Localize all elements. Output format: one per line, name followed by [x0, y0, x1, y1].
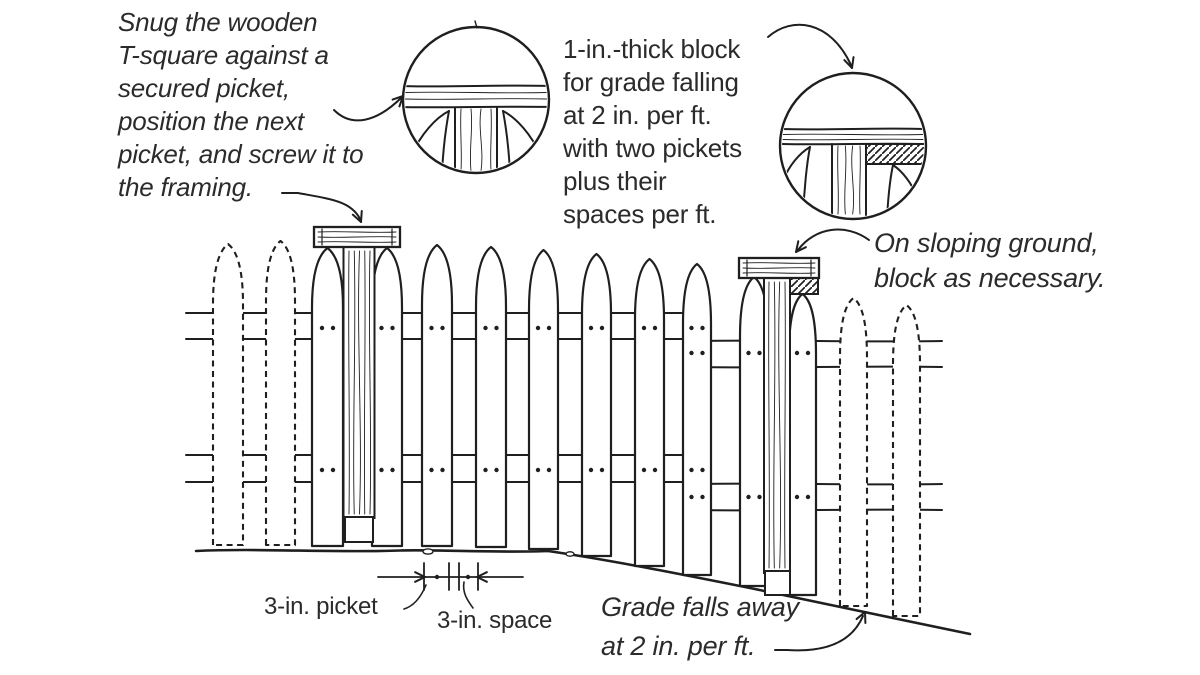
fence-pickets	[211, 239, 922, 618]
dimension-marks	[377, 562, 524, 610]
detail-circle-tsquare	[401, 20, 551, 175]
tsquare-instruction-note: Snug the wooden T-square against a secur…	[118, 7, 364, 202]
picket	[310, 246, 345, 548]
detail-circles	[401, 20, 928, 221]
block-thickness-note: 1-in.-thick block for grade falling at 2…	[563, 34, 742, 229]
picket-dashed	[264, 239, 297, 547]
picket-dashed	[891, 303, 922, 618]
sloping-ground-note: On sloping ground, block as necessary.	[874, 228, 1106, 293]
picket	[527, 248, 560, 551]
picket-width-label: 3-in. picket	[264, 593, 378, 620]
picket	[370, 246, 404, 548]
ground-line	[194, 548, 972, 636]
t-square-stem	[763, 276, 791, 574]
picket	[474, 245, 508, 549]
fence-rails	[185, 311, 943, 512]
t-square-spacers	[312, 225, 821, 596]
picket	[681, 262, 713, 577]
picket	[633, 257, 666, 568]
grade-falls-note: Grade falls away at 2 in. per ft.	[601, 592, 799, 661]
detail-circle-tsquare-with-block	[778, 71, 928, 221]
screw-dots	[319, 325, 811, 500]
picket-space-label: 3-in. space	[437, 607, 553, 634]
picket-dashed	[838, 296, 869, 608]
picket	[580, 252, 613, 558]
picket	[420, 243, 454, 548]
picket	[787, 292, 818, 597]
picket-dashed	[211, 242, 245, 547]
